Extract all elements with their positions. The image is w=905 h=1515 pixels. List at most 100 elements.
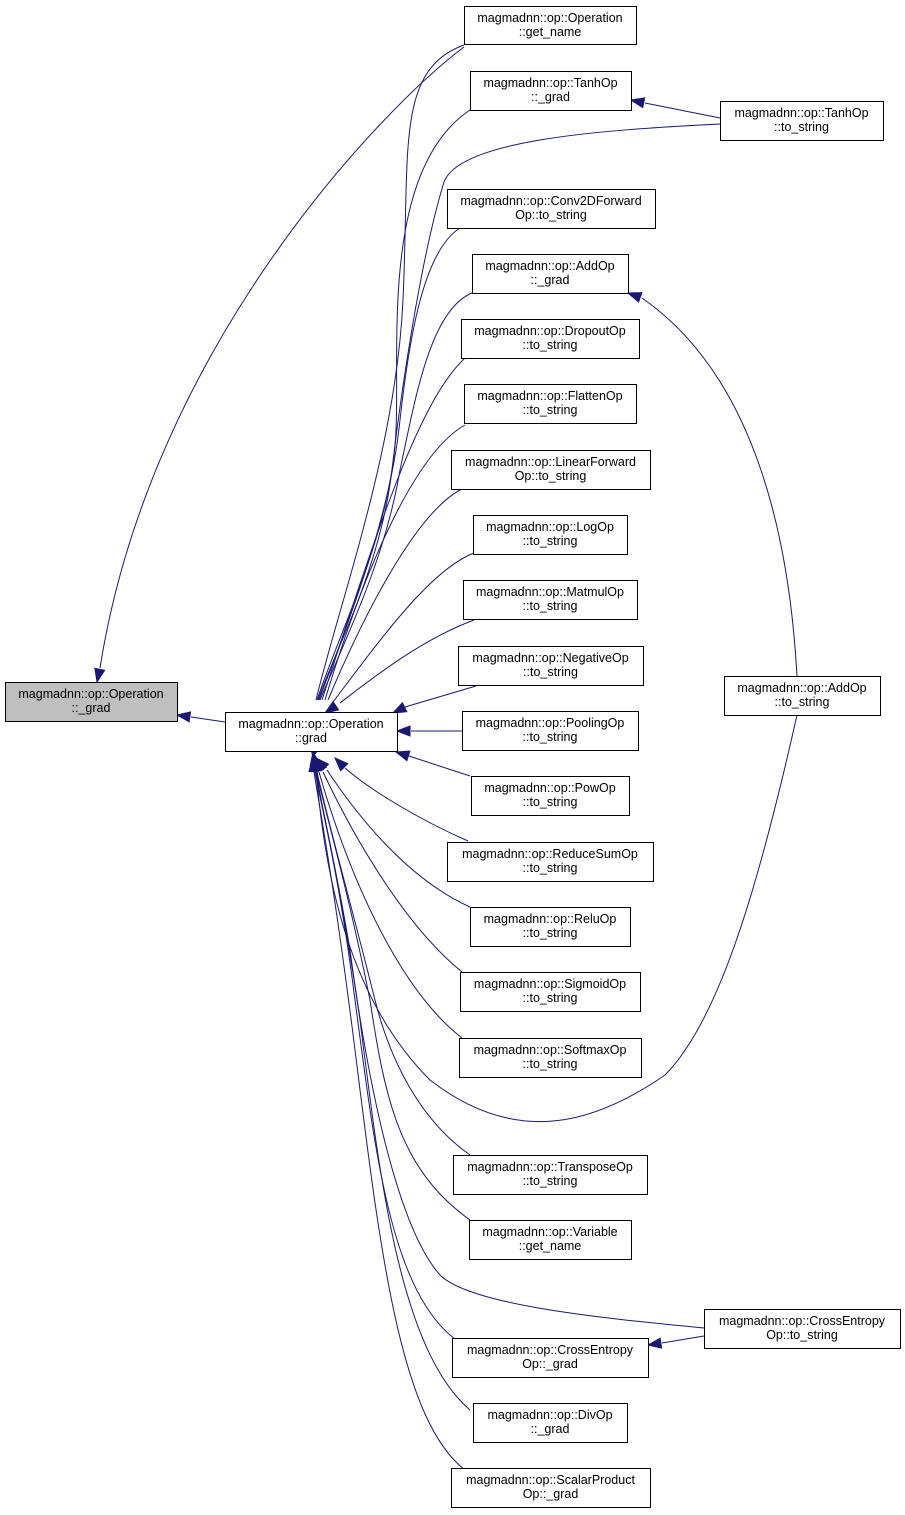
node-box [452,1338,649,1378]
node-box [470,71,632,111]
edge-crossentropy_to_string-to-crossentropy_grad [646,1335,705,1349]
edge-line [644,102,721,119]
arrowhead-icon [175,711,192,723]
node-box [459,1038,642,1078]
node-label-line-1: magmadnn::op::Operation [238,717,383,731]
node-label-line-1: magmadnn::op::PoolingOp [476,716,625,730]
node-label-line-2: ::to_string [523,1057,578,1071]
edge-pow_to_string-to-op_grad [394,750,471,777]
node-label-line-1: magmadnn::op::SigmoidOp [474,977,626,991]
node-box [471,776,630,816]
node-variable-get-name[interactable]: magmadnn::op::Variable::get_name [469,1220,632,1260]
node-pow-to-string[interactable]: magmadnn::op::PowOp::to_string [471,776,630,816]
node-box [464,384,637,424]
node-box [458,646,644,686]
edge-line [318,771,463,1039]
node-label-line-2: ::to_string [523,599,578,613]
node-op-grad[interactable]: magmadnn::op::Operation::grad [225,712,398,752]
node-tanh-to-string[interactable]: magmadnn::op::TanhOp::to_string [720,101,884,141]
node-label-line-1: magmadnn::op::CrossEntropy [467,1343,634,1357]
edge-line [315,44,465,701]
edge-reducesum_to_string-to-op_grad [334,757,469,842]
edge-line [315,771,457,1341]
node-matmul-to-string[interactable]: magmadnn::op::MatmulOp::to_string [463,580,638,620]
node-dropout-to-string[interactable]: magmadnn::op::DropoutOp::to_string [461,319,640,359]
edge-sigmoid_to_string-to-op_grad [315,756,463,973]
arrowhead-icon [308,756,320,772]
node-label-line-1: magmadnn::op::TanhOp [483,76,617,90]
node-add-grad[interactable]: magmadnn::op::AddOp::_grad [472,254,629,294]
node-box [473,1403,628,1443]
node-box [453,1155,648,1195]
node-label-line-1: magmadnn::op::AddOp [737,681,866,695]
node-label-line-2: ::to_string [523,534,578,548]
node-label-line-1: magmadnn::op::TransposeOp [467,1160,633,1174]
edge-relu_to_string-to-op_grad [315,756,471,908]
node-label-line-2: ::_grad [531,273,570,287]
node-box [463,580,638,620]
node-label-line-1: magmadnn::op::ReluOp [484,912,617,926]
edge-line [661,1335,705,1344]
node-box [470,907,631,947]
node-box [472,254,629,294]
edge-line [321,357,466,701]
node-label-line-1: magmadnn::op::Operation [477,11,622,25]
arrowhead-icon [394,750,411,762]
node-label-line-2: ::to_string [523,926,578,940]
edge-line [332,552,475,703]
node-label-line-1: magmadnn::op::PowOp [484,781,615,795]
arrowhead-icon [94,667,106,684]
node-op-get-name[interactable]: magmadnn::op::Operation::get_name [464,6,637,45]
node-sigmoid-to-string[interactable]: magmadnn::op::SigmoidOp::to_string [460,972,641,1012]
arrowhead-icon [391,701,408,714]
node-label-line-1: magmadnn::op::ReduceSumOp [462,847,638,861]
node-log-to-string[interactable]: magmadnn::op::LogOp::to_string [473,515,628,555]
node-negative-to-string[interactable]: magmadnn::op::NegativeOp::to_string [458,646,644,686]
node-flatten-to-string[interactable]: magmadnn::op::FlattenOp::to_string [464,384,637,424]
node-label-line-2: ::to_string [523,1174,578,1188]
node-label-line-1: magmadnn::op::TanhOp [734,106,868,120]
node-label-line-2: ::get_name [519,25,582,39]
node-label-line-2: ::_grad [72,701,111,715]
node-label-line-2: Op::to_string [515,469,587,483]
node-pooling-to-string[interactable]: magmadnn::op::PoolingOp::to_string [462,711,639,751]
edge-line [641,297,798,677]
node-op-grad-private[interactable]: magmadnn::op::Operation::_grad [5,682,178,722]
node-label-line-1: magmadnn::op::NegativeOp [472,651,628,665]
node-label-line-2: ::get_name [519,1239,582,1253]
node-label-line-2: ::to_string [523,665,578,679]
node-tanh-grad[interactable]: magmadnn::op::TanhOp::_grad [470,71,632,111]
node-relu-to-string[interactable]: magmadnn::op::ReluOp::to_string [470,907,631,947]
arrowhead-icon [323,700,340,714]
node-box [451,450,651,490]
edge-line [339,619,475,704]
node-label-line-1: magmadnn::op::LinearForward [465,455,636,469]
node-label-line-2: ::to_string [775,695,830,709]
node-label-line-1: magmadnn::op::AddOp [485,259,614,273]
node-label-line-2: ::to_string [523,991,578,1005]
edge-line [404,685,477,708]
edge-line [316,771,471,1156]
edge-scalarproduct_grad-to-op_grad [308,756,466,1471]
nodes-layer: magmadnn::op::Operation::_gradmagmadnn::… [5,6,901,1508]
edge-transpose_to_string-to-op_grad [311,756,471,1156]
node-box [451,1468,651,1508]
node-label-line-1: magmadnn::op::FlattenOp [477,389,622,403]
node-softmax-to-string[interactable]: magmadnn::op::SoftmaxOp::to_string [459,1038,642,1078]
node-label-line-1: magmadnn::op::ScalarProduct [466,1473,635,1487]
node-reducesum-to-string[interactable]: magmadnn::op::ReduceSumOp::to_string [447,842,654,882]
edge-line [316,109,471,701]
node-add-to-string[interactable]: magmadnn::op::AddOp::to_string [724,676,881,716]
node-label-line-2: ::to_string [523,403,578,417]
node-label-line-2: ::to_string [523,338,578,352]
node-div-grad[interactable]: magmadnn::op::DivOp::_grad [473,1403,628,1443]
node-transpose-to-string[interactable]: magmadnn::op::TransposeOp::to_string [453,1155,648,1195]
node-box [462,711,639,751]
node-box [447,842,654,882]
node-box [460,972,641,1012]
